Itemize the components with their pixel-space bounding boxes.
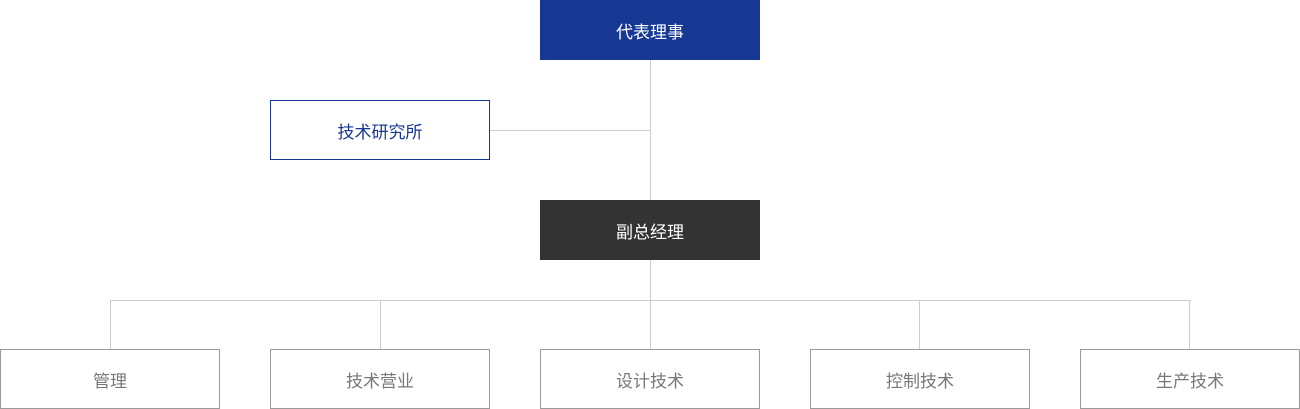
node-dept-tech-sales: 技术营业 bbox=[270, 349, 490, 409]
connector-horizontal-bus bbox=[110, 300, 1191, 301]
node-dept-management: 管理 bbox=[0, 349, 220, 409]
dept-label: 生产技术 bbox=[1156, 371, 1224, 392]
connector-dept-5 bbox=[1189, 300, 1190, 349]
dept-label: 技术营业 bbox=[346, 371, 414, 392]
node-dept-design-tech: 设计技术 bbox=[540, 349, 760, 409]
node-dept-production-tech: 生产技术 bbox=[1080, 349, 1300, 409]
node-dept-control-tech: 控制技术 bbox=[810, 349, 1030, 409]
connector-dept-4 bbox=[919, 300, 920, 349]
dept-label: 设计技术 bbox=[616, 371, 684, 392]
connector-dept-2 bbox=[380, 300, 381, 349]
dept-label: 管理 bbox=[93, 371, 127, 392]
dept-label: 控制技术 bbox=[886, 371, 954, 392]
connector-vp-bus bbox=[650, 260, 651, 349]
node-ceo-label: 代表理事 bbox=[616, 22, 684, 43]
connector-dept-1 bbox=[110, 300, 111, 349]
node-vice-president-label: 副总经理 bbox=[616, 222, 684, 243]
connector-ceo-vp bbox=[650, 60, 651, 200]
node-vice-president: 副总经理 bbox=[540, 200, 760, 260]
node-research-lab-label: 技术研究所 bbox=[337, 122, 423, 143]
node-ceo: 代表理事 bbox=[540, 0, 760, 60]
connector-lab bbox=[490, 130, 650, 131]
node-research-lab: 技术研究所 bbox=[270, 100, 490, 160]
